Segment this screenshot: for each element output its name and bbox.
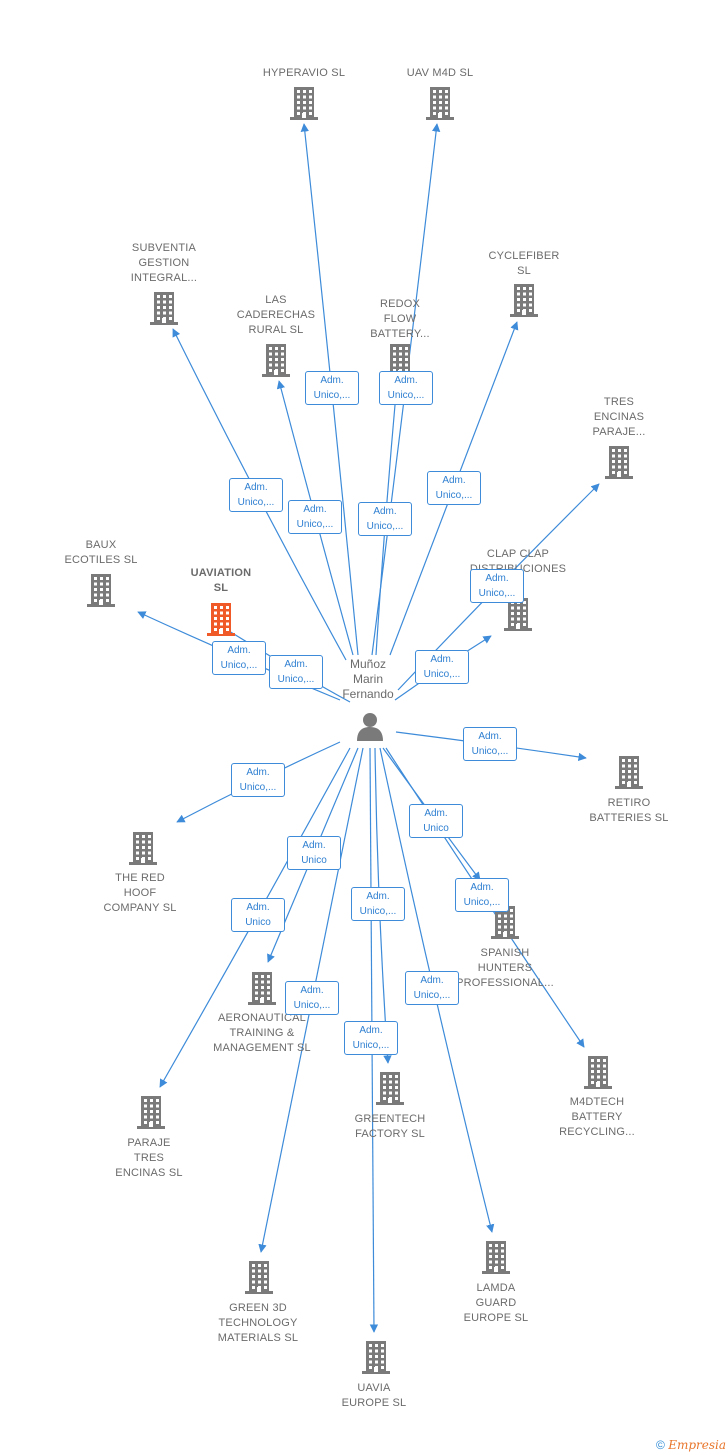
- building-icon[interactable]: [244, 1260, 274, 1299]
- edge-label-tres-encinas-paraje[interactable]: Adm. Unico,...: [470, 569, 524, 603]
- company-label-greentech[interactable]: GREENTECH FACTORY SL: [354, 1113, 426, 1140]
- building-icon[interactable]: [149, 291, 179, 330]
- edge-label-redox[interactable]: Adm. Unico,...: [358, 502, 412, 536]
- edge-label-lamda[interactable]: Adm. Unico,...: [405, 971, 459, 1005]
- building-icon[interactable]: [503, 597, 533, 636]
- edge-label-spanish-hunters[interactable]: Adm. Unico: [409, 804, 463, 838]
- edge-label-uav-m4d[interactable]: Adm. Unico,...: [379, 371, 433, 405]
- building-icon[interactable]: [614, 755, 644, 794]
- building-icon[interactable]: [128, 831, 158, 870]
- building-icon[interactable]: [604, 445, 634, 484]
- person-icon[interactable]: [354, 710, 386, 742]
- brand-logo: Empresia: [668, 1438, 726, 1452]
- building-icon[interactable]: [425, 86, 455, 125]
- company-label-aeronautical[interactable]: AERONAUTICAL TRAINING & MANAGEMENT SL: [213, 1012, 311, 1054]
- edge-label-retiro[interactable]: Adm. Unico,...: [463, 727, 517, 761]
- company-label-uavia[interactable]: UAVIA EUROPE SL: [341, 1382, 407, 1409]
- company-label-paraje-tres-encinas[interactable]: PARAJE TRES ENCINAS SL: [115, 1137, 183, 1179]
- building-icon[interactable]: [136, 1095, 166, 1134]
- edge-label-cyclefiber[interactable]: Adm. Unico,...: [427, 471, 481, 505]
- edge-label-uavia[interactable]: Adm. Unico,...: [344, 1021, 398, 1055]
- company-label-lamda[interactable]: LAMDA GUARD EUROPE SL: [463, 1282, 529, 1324]
- edge-label-hyperavio[interactable]: Adm. Unico,...: [305, 371, 359, 405]
- edge-label-caderechas[interactable]: Adm. Unico,...: [288, 500, 342, 534]
- company-label-m4dtech[interactable]: M4DTECH BATTERY RECYCLING...: [559, 1096, 635, 1138]
- company-label-spanish-hunters[interactable]: SPANISH HUNTERS PROFESSIONAL...: [456, 947, 554, 989]
- company-label-hyperavio[interactable]: HYPERAVIO SL: [262, 67, 346, 79]
- company-label-uav-m4d[interactable]: UAV M4D SL: [406, 67, 474, 79]
- edge-label-green-3d[interactable]: Adm. Unico,...: [285, 981, 339, 1015]
- company-label-caderechas[interactable]: LAS CADERECHAS RURAL SL: [236, 294, 316, 336]
- company-label-red-hoof[interactable]: THE RED HOOF COMPANY SL: [103, 872, 177, 914]
- building-icon[interactable]: [375, 1071, 405, 1110]
- edge-label-subventia[interactable]: Adm. Unico,...: [229, 478, 283, 512]
- building-icon[interactable]: [481, 1240, 511, 1279]
- edge-label-paraje-tres-encinas[interactable]: Adm. Unico: [231, 898, 285, 932]
- company-label-redox[interactable]: REDOX FLOW BATTERY...: [370, 298, 430, 340]
- company-label-uaviation[interactable]: UAVIATION SL: [190, 567, 252, 594]
- edge-label-uaviation[interactable]: Adm. Unico,...: [269, 655, 323, 689]
- building-icon[interactable]: [206, 602, 236, 641]
- company-label-tres-encinas-paraje[interactable]: TRES ENCINAS PARAJE...: [592, 396, 646, 438]
- company-label-subventia[interactable]: SUBVENTIA GESTION INTEGRAL...: [130, 242, 198, 284]
- edge-label-clap-clap[interactable]: Adm. Unico,...: [415, 650, 469, 684]
- company-label-baux[interactable]: BAUX ECOTILES SL: [64, 539, 138, 566]
- company-label-green-3d[interactable]: GREEN 3D TECHNOLOGY MATERIALS SL: [217, 1302, 299, 1344]
- center-person-name[interactable]: Muñoz Marin Fernando: [342, 657, 394, 701]
- building-icon[interactable]: [86, 573, 116, 612]
- copyright-symbol: ©: [656, 1438, 665, 1452]
- building-icon[interactable]: [361, 1340, 391, 1379]
- edge-label-m4dtech[interactable]: Adm. Unico,...: [455, 878, 509, 912]
- company-label-retiro[interactable]: RETIRO BATTERIES SL: [589, 797, 669, 824]
- edge-label-red-hoof[interactable]: Adm. Unico,...: [231, 763, 285, 797]
- building-icon[interactable]: [509, 283, 539, 322]
- edge-label-greentech[interactable]: Adm. Unico,...: [351, 887, 405, 921]
- building-icon[interactable]: [261, 343, 291, 382]
- building-icon[interactable]: [583, 1055, 613, 1094]
- building-icon[interactable]: [247, 971, 277, 1010]
- company-label-cyclefiber[interactable]: CYCLEFIBER SL: [488, 250, 560, 277]
- edge-label-baux[interactable]: Adm. Unico,...: [212, 641, 266, 675]
- edge-label-aeronautical[interactable]: Adm. Unico: [287, 836, 341, 870]
- building-icon[interactable]: [289, 86, 319, 125]
- footer-brand: © Empresia: [656, 1438, 726, 1452]
